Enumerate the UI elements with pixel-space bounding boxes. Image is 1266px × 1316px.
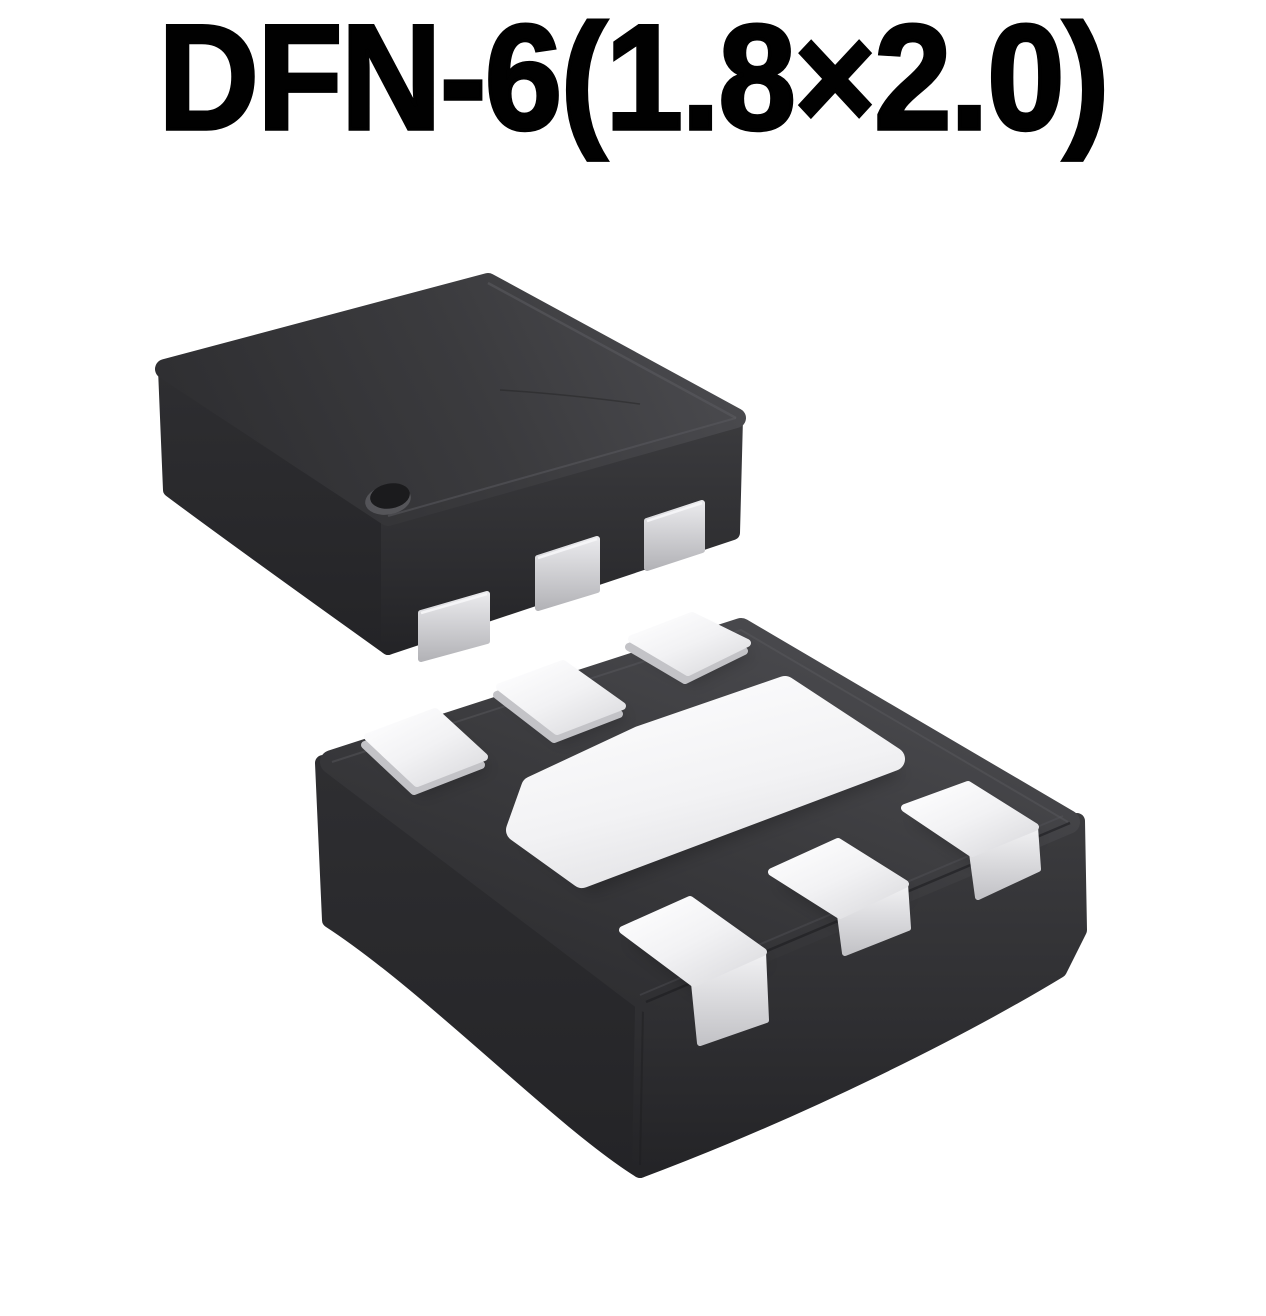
chip-top-view bbox=[155, 273, 746, 662]
pad-u3 bbox=[628, 612, 751, 676]
top-chip-right-edge-highlight bbox=[487, 281, 737, 420]
top-chip-pin-2-highlight bbox=[537, 537, 598, 560]
pad-l2 bbox=[768, 838, 909, 919]
top-chip-pin-1-highlight bbox=[420, 592, 488, 615]
top-chip-front-edge-highlight bbox=[387, 417, 737, 517]
package-title: DFN-6(1.8×2.0) bbox=[157, 0, 1111, 161]
pad-u1 bbox=[364, 708, 488, 787]
top-chip-left-face bbox=[158, 362, 395, 655]
top-chip-pin-3-highlight bbox=[646, 501, 703, 523]
pin1-indicator-dot bbox=[370, 483, 410, 509]
top-chip-mold-seam bbox=[499, 389, 641, 405]
pad-l3 bbox=[901, 781, 1039, 857]
pad-u2 bbox=[496, 660, 626, 735]
bottom-chip-lower-pads bbox=[619, 781, 1041, 1046]
bottom-chip-upper-pads bbox=[361, 612, 753, 795]
bottom-chip-left-face bbox=[315, 755, 651, 1178]
bottom-chip-front-face bbox=[632, 813, 1087, 1178]
pad-l1 bbox=[619, 896, 767, 987]
bottom-chip-corner-seam bbox=[639, 1009, 644, 1166]
bottom-chip-upper-edge-highlight bbox=[331, 628, 1069, 823]
exposed-pad bbox=[506, 676, 905, 888]
chip-bottom-view bbox=[315, 612, 1087, 1178]
